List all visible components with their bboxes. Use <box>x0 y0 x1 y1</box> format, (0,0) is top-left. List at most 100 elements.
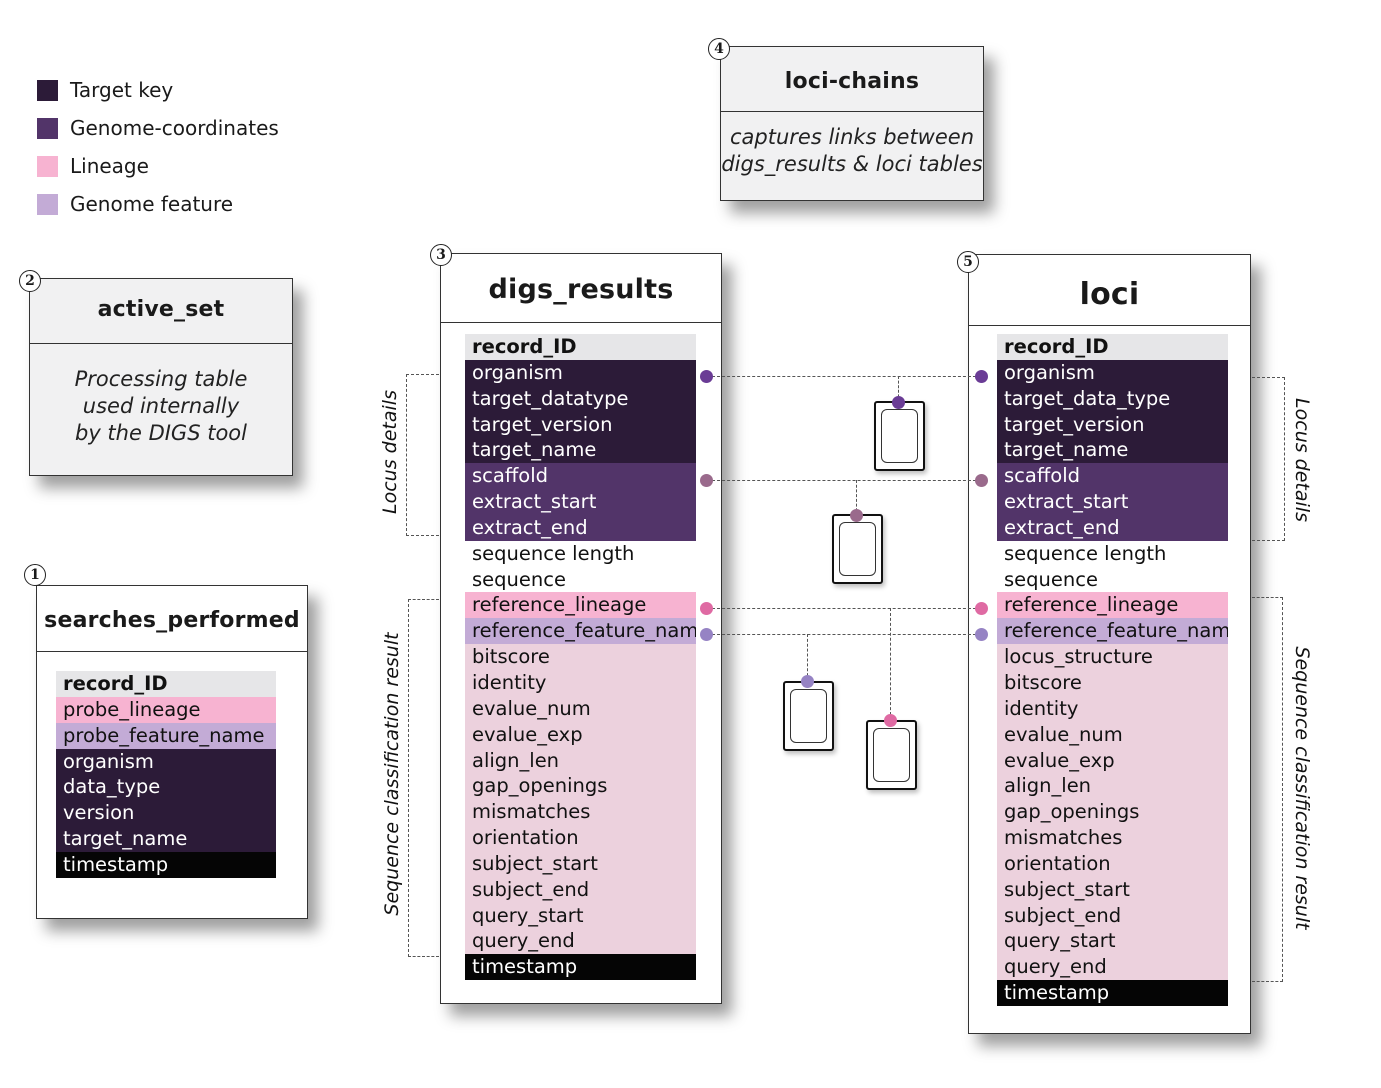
table-row: subject_start <box>465 850 696 877</box>
table-row: timestamp <box>56 851 276 878</box>
table-row: orientation <box>997 850 1228 877</box>
table-row: sequence length <box>1004 541 1167 565</box>
table-row: orientation <box>465 825 696 851</box>
sequence-classification-bracket <box>1252 597 1283 982</box>
table-row: probe_feature_name <box>56 722 276 749</box>
table-row: sequence length <box>472 541 635 565</box>
feature-link-line <box>707 634 981 635</box>
table-row: gap_openings <box>997 799 1228 826</box>
locus-details-label: Locus details <box>379 390 401 514</box>
record-card <box>832 514 883 584</box>
number-badge: 2 <box>19 270 41 292</box>
table-row: record_ID <box>997 334 1228 360</box>
table-row: target_name <box>465 437 696 464</box>
legend-label: Genome feature <box>70 192 234 216</box>
active-set-table: active_set Processing table used interna… <box>29 278 293 476</box>
table-row: subject_start <box>997 876 1228 903</box>
table-row: sequence <box>1004 567 1098 591</box>
sequence-classification-label: Sequence classification result <box>381 632 403 916</box>
table-row: query_end <box>465 928 696 955</box>
loci-title: loci <box>969 255 1250 326</box>
legend-swatch <box>37 118 58 139</box>
table-row: target_data_type <box>997 385 1228 412</box>
loci-chains-desc-line: digs_results & loci tables <box>721 152 983 176</box>
loci-chains-description: captures links between digs_results & lo… <box>721 124 983 178</box>
link-dot <box>975 602 988 615</box>
digs-results-title: digs_results <box>441 254 721 323</box>
legend-label: Lineage <box>70 154 149 178</box>
number-badge: 4 <box>708 38 730 60</box>
active-set-title: active_set <box>30 279 292 344</box>
table-row: reference_feature_name <box>997 618 1228 645</box>
table-row: evalue_num <box>465 695 696 722</box>
record-card <box>874 401 925 471</box>
locus-details-label: Locus details <box>1291 398 1313 522</box>
loci-chains-desc-line: captures links between <box>729 125 975 149</box>
table-row: extract_start <box>997 489 1228 515</box>
table-row: organism <box>56 748 276 775</box>
active-set-desc-line: Processing table <box>74 367 248 391</box>
table-row: scaffold <box>465 463 696 490</box>
loci-chains-title: loci-chains <box>721 47 983 112</box>
lineage-link-line <box>707 608 981 609</box>
table-row: evalue_exp <box>465 721 696 748</box>
table-row: sequence <box>472 567 566 591</box>
table-row: mismatches <box>997 825 1228 851</box>
active-set-desc-line: by the DIGS tool <box>75 421 247 445</box>
table-row: query_start <box>465 902 696 929</box>
table-row: identity <box>465 669 696 696</box>
searches-performed-title: searches_performed <box>37 586 307 652</box>
table-row: query_start <box>997 928 1228 955</box>
table-row: timestamp <box>465 954 696 981</box>
active-set-desc-line: used internally <box>82 394 240 418</box>
table-row: reference_lineage <box>465 592 696 619</box>
link-dot <box>892 396 905 409</box>
link-dot <box>850 509 863 522</box>
table-row: gap_openings <box>465 773 696 800</box>
link-dot <box>700 628 713 641</box>
scaffold-link-line <box>707 480 981 481</box>
link-dot <box>975 628 988 641</box>
locus-details-bracket <box>1252 377 1285 541</box>
table-row: target_name <box>56 826 276 852</box>
table-row: locus_structure <box>997 644 1228 670</box>
legend-swatch <box>37 156 58 177</box>
link-dot <box>700 474 713 487</box>
link-dot <box>884 714 897 727</box>
table-row: extract_start <box>465 489 696 515</box>
table-row: subject_end <box>465 876 696 903</box>
table-row: target_datatype <box>465 385 696 412</box>
table-row: target_version <box>465 411 696 438</box>
loci-chains-table: loci-chains captures links between digs_… <box>720 46 984 201</box>
table-row: query_end <box>997 954 1228 981</box>
table-row: organism <box>465 359 696 386</box>
table-row: probe_lineage <box>56 696 276 723</box>
legend-swatch <box>37 194 58 215</box>
table-row: align_len <box>465 747 696 774</box>
table-row: extract_end <box>465 514 696 541</box>
legend-label: Target key <box>70 78 174 102</box>
table-row: bitscore <box>465 644 696 670</box>
table-row: reference_lineage <box>997 592 1228 619</box>
connector-line <box>856 480 857 516</box>
link-dot <box>700 370 713 383</box>
table-row: scaffold <box>997 463 1228 490</box>
legend-swatch <box>37 80 58 101</box>
table-row: record_ID <box>56 671 276 697</box>
link-dot <box>700 602 713 615</box>
table-row: extract_end <box>997 514 1228 541</box>
table-row: align_len <box>997 773 1228 800</box>
table-row: data_type <box>56 774 276 801</box>
link-dot <box>975 474 988 487</box>
number-badge: 1 <box>24 564 46 586</box>
number-badge: 3 <box>430 244 452 266</box>
table-row: mismatches <box>465 799 696 826</box>
link-dot <box>975 370 988 383</box>
organism-link-line <box>707 376 981 377</box>
table-row: subject_end <box>997 902 1228 929</box>
sequence-classification-label: Sequence classification result <box>1291 646 1313 930</box>
table-row: bitscore <box>997 669 1228 696</box>
